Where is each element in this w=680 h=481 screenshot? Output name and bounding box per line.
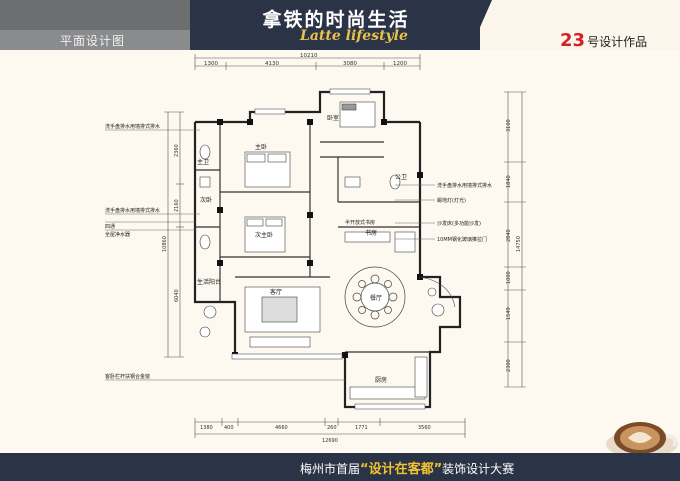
footer-caption: 梅州市首届“设计在客都”装饰设计大赛 (300, 458, 514, 477)
annotation-labels: 洗手盘排水用墙排式排水 洗手盘排水用墙排式排水 四通 全屋净水器 洗手盘排水用墙… (105, 123, 492, 380)
room-label-living: 客厅 (270, 288, 282, 296)
balcony-chairs (427, 287, 445, 317)
note-glass-door: 10MM钢化玻璃推拉门 (437, 236, 487, 243)
dim-left-1: 2360 (174, 144, 180, 157)
right-dimension-lines (504, 91, 526, 388)
kitchen-counter (349, 356, 428, 400)
note-basin-drain-3: 洗手盘排水用墙排式排水 (437, 182, 492, 189)
dim-bottom-3: 4660 (275, 425, 288, 431)
footer-open-quote: “ (360, 462, 369, 477)
master-bed (244, 151, 291, 188)
note-basin-drain-2: 洗手盘排水用墙排式排水 (105, 207, 160, 214)
brand-title-en: Latte lifestyle (300, 28, 408, 44)
top-dimension-labels: 10210 1300 4130 3080 1200 (204, 53, 407, 67)
floor-plan: 10210 1300 4130 3080 1200 10860 2360 216… (105, 53, 526, 444)
note-railing-window: 客卧栏杆扶钢合金窗 (105, 373, 150, 380)
dim-bottom-6: 3560 (418, 425, 431, 431)
footer-highlight: 设计在客都 (368, 462, 434, 477)
dim-top-1: 1300 (204, 61, 218, 67)
footer-prefix: 梅州市首届 (300, 462, 361, 476)
dim-bottom-2: 400 (224, 425, 234, 431)
top-dimension-lines (194, 54, 421, 70)
dim-bottom-1: 1380 (200, 425, 213, 431)
right-dimension-labels: 14750 3100 1840 2840 1000 1549 2300 (506, 119, 522, 372)
footer-suffix: 装饰设计大赛 (442, 462, 515, 476)
dim-bottom-5: 1771 (355, 425, 368, 431)
room-label-service-balcony: 生活阳台 (197, 278, 221, 286)
living-sofa-set (199, 286, 321, 348)
annotation-leaders (105, 129, 435, 381)
bathroom-fixtures (199, 144, 401, 250)
dim-top-total: 10210 (300, 53, 318, 59)
left-dimension-labels: 10860 2360 2160 6040 (162, 144, 180, 302)
footer-close-quote: ” (433, 462, 443, 477)
section-tab-strip (0, 30, 190, 50)
brand-title-cn: 拿铁的时尚生活 (262, 9, 410, 31)
dim-right-5: 1549 (506, 307, 512, 320)
dim-right-total: 14750 (516, 236, 522, 252)
interior-walls (195, 122, 430, 353)
second-bed (244, 216, 286, 253)
room-labels: 卧室 主卧 次主卧 次卧 书房 客厅 餐厅 厨房 公卫 主卫 生活阳台 (197, 114, 407, 384)
room-label-public-bath: 公卫 (395, 174, 407, 181)
latte-cup-image (606, 422, 678, 454)
dim-top-4: 1200 (393, 61, 407, 67)
brand-banner (190, 0, 480, 50)
section-title: 平面设计图 (60, 34, 126, 48)
dim-left-3: 6040 (174, 289, 180, 302)
balcony-curve (419, 276, 456, 308)
guest-bed (339, 101, 376, 128)
left-dimension-lines (164, 111, 184, 358)
bottom-dimension-lines (194, 418, 466, 438)
room-label-secondary: 次卧 (200, 196, 212, 204)
room-label-dining: 餐厅 (370, 294, 382, 302)
room-label-master-bath: 主卫 (197, 158, 209, 166)
footer-bar (0, 453, 680, 481)
dining-area (344, 266, 406, 328)
dim-right-6: 2300 (506, 359, 512, 372)
entry-number: 23 (560, 30, 586, 51)
room-label-master: 主卧 (255, 143, 267, 151)
dim-bottom-total: 12690 (322, 438, 338, 444)
note-water-purifier: 全屋净水器 (105, 231, 130, 238)
dim-top-2: 4130 (265, 61, 279, 67)
dim-right-1: 3100 (506, 119, 512, 132)
study-desk (344, 231, 416, 253)
brand-banner-slant (470, 0, 492, 50)
entry-suffix: 号设计作品 (587, 35, 648, 49)
note-sofa-bed: 沙发床(多功能沙发) (437, 220, 481, 227)
note-open-study: 半开放式书房 (345, 219, 375, 226)
windows (231, 88, 426, 410)
room-label-bedroom: 卧室 (327, 114, 339, 122)
dim-right-3: 2840 (506, 229, 512, 242)
bottom-dimension-labels: 1380 400 4660 260 1771 3560 12690 (200, 425, 431, 444)
dim-left-2: 2160 (174, 199, 180, 212)
note-basin-drain-1: 洗手盘排水用墙排式排水 (105, 123, 160, 130)
room-label-kitchen: 厨房 (375, 376, 387, 384)
dim-top-3: 3080 (343, 61, 357, 67)
dim-left-total: 10860 (162, 236, 168, 252)
dim-right-4: 1000 (506, 271, 512, 284)
note-four-way: 四通 (105, 223, 115, 230)
note-floor-lamp: 踢地灯(灯光) (437, 197, 466, 204)
dim-right-2: 1840 (506, 175, 512, 188)
room-label-study: 书房 (365, 229, 377, 237)
dim-bottom-4: 260 (327, 425, 337, 431)
room-label-second-master: 次主卧 (255, 231, 273, 239)
